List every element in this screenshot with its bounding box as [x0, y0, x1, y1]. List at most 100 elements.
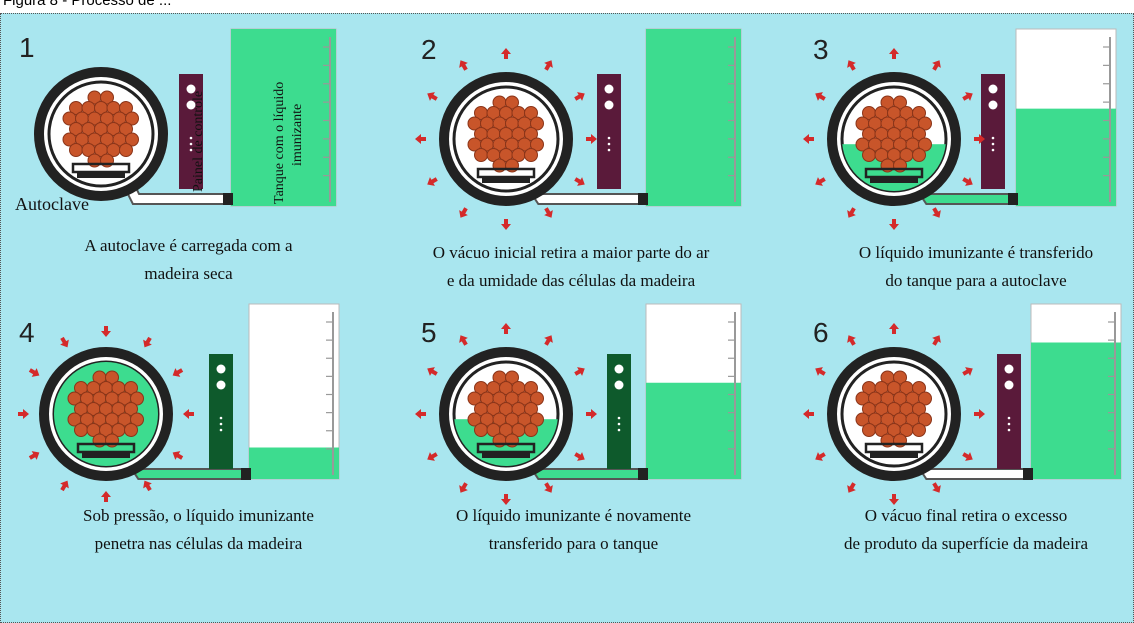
- pressure-arrow: [143, 480, 152, 492]
- step-number-6: 6: [813, 317, 829, 348]
- step-number-2: 2: [421, 34, 437, 65]
- log: [505, 370, 519, 385]
- gauge-icon: [216, 364, 226, 374]
- pressure-arrow: [574, 177, 585, 186]
- arrow-icon: [574, 452, 585, 461]
- log: [124, 402, 138, 416]
- log: [74, 423, 88, 437]
- tank-liquid: [1016, 108, 1116, 206]
- pressure-arrow: [889, 323, 899, 334]
- arrow-icon: [586, 134, 597, 144]
- log: [912, 423, 926, 437]
- step-caption-3: O líquido imunizante é transferido do ta…: [811, 239, 1133, 295]
- arrow-icon: [459, 207, 468, 218]
- pressure-arrow: [962, 452, 973, 461]
- log: [918, 391, 932, 406]
- pressure-arrow: [501, 323, 511, 334]
- pressure-arrow: [18, 409, 29, 419]
- process-step-1: [34, 28, 337, 207]
- arrow-icon: [172, 368, 184, 377]
- pressure-arrow: [803, 409, 814, 419]
- pressure-arrow: [60, 480, 69, 492]
- process-diagram: [18, 28, 1122, 505]
- gauge-icon: [1004, 364, 1014, 374]
- pressure-arrow: [101, 491, 111, 502]
- pressure-arrow: [815, 177, 826, 186]
- control-panel-label: Painel de controle: [191, 90, 206, 192]
- indicator-dot: [607, 148, 611, 152]
- step-caption-2-line1: O vácuo inicial retira a maior parte do …: [432, 243, 710, 262]
- pressure-arrow: [459, 335, 468, 346]
- pressure-arrow: [501, 494, 511, 505]
- arrow-icon: [459, 482, 468, 493]
- indicator-dot: [991, 148, 995, 152]
- wood-logs: [62, 90, 139, 168]
- log: [918, 412, 932, 427]
- log: [124, 423, 138, 437]
- tank-liquid: [249, 447, 339, 479]
- arrow-icon: [932, 335, 941, 346]
- arrow-icon: [544, 60, 553, 71]
- gauge-icon: [1004, 380, 1014, 390]
- indicator-dot: [189, 142, 193, 146]
- step-caption-6: O vácuo final retira o excesso de produt…: [796, 502, 1133, 558]
- arrow-icon: [574, 92, 585, 101]
- pressure-arrow: [847, 60, 856, 71]
- pressure-arrow: [544, 207, 553, 218]
- indicator-dot: [607, 142, 611, 146]
- log: [530, 412, 544, 427]
- log: [130, 391, 144, 406]
- arrow-icon: [974, 409, 985, 419]
- gauge-icon: [988, 84, 998, 94]
- arrow-icon: [415, 134, 426, 144]
- pressure-arrow: [427, 452, 438, 461]
- pressure-arrow: [586, 409, 597, 419]
- indicator-dot: [219, 422, 223, 426]
- arrow-icon: [459, 335, 468, 346]
- indicator-dot: [1007, 422, 1011, 426]
- log: [105, 370, 119, 385]
- step-caption-5-line2: transferido para o tanque: [488, 534, 659, 553]
- step-caption-2-line2: e da umidade das células da madeira: [446, 271, 696, 290]
- arrow-icon: [847, 207, 856, 218]
- step-caption-1-line1: A autoclave é carregada com a: [84, 236, 293, 255]
- pressure-arrow: [962, 367, 973, 376]
- wood-logs: [67, 370, 144, 448]
- gauge-icon: [988, 100, 998, 110]
- log: [912, 148, 926, 162]
- gauge-icon: [614, 364, 624, 374]
- arrow-icon: [974, 134, 985, 144]
- log: [124, 381, 138, 395]
- pressure-arrow: [172, 451, 184, 460]
- log: [530, 116, 544, 131]
- log: [530, 137, 544, 152]
- arrow-icon: [501, 323, 511, 334]
- gauge-icon: [186, 84, 196, 94]
- pressure-arrow: [544, 482, 553, 493]
- indicator-dot: [607, 136, 611, 140]
- step-caption-6-line1: O vácuo final retira o excesso: [864, 506, 1068, 525]
- pressure-arrow: [932, 207, 941, 218]
- arrow-icon: [60, 336, 69, 348]
- pressure-arrow: [974, 134, 985, 144]
- step-number-1: 1: [19, 32, 35, 63]
- log: [474, 423, 488, 437]
- arrow-icon: [932, 207, 941, 218]
- log: [912, 381, 926, 395]
- log: [893, 370, 907, 385]
- indicator-dot: [617, 428, 621, 432]
- arrow-icon: [459, 60, 468, 71]
- pressure-arrow: [28, 368, 40, 377]
- log: [524, 402, 538, 416]
- pressure-arrow: [932, 482, 941, 493]
- arrow-icon: [889, 219, 899, 230]
- log: [125, 111, 139, 126]
- arrow-icon: [847, 335, 856, 346]
- arrow-icon: [889, 48, 899, 59]
- arrow-icon: [932, 482, 941, 493]
- indicator-dot: [1007, 428, 1011, 432]
- pressure-arrow: [459, 207, 468, 218]
- cart-base: [870, 177, 918, 183]
- log: [100, 90, 114, 105]
- cart-base: [82, 452, 130, 458]
